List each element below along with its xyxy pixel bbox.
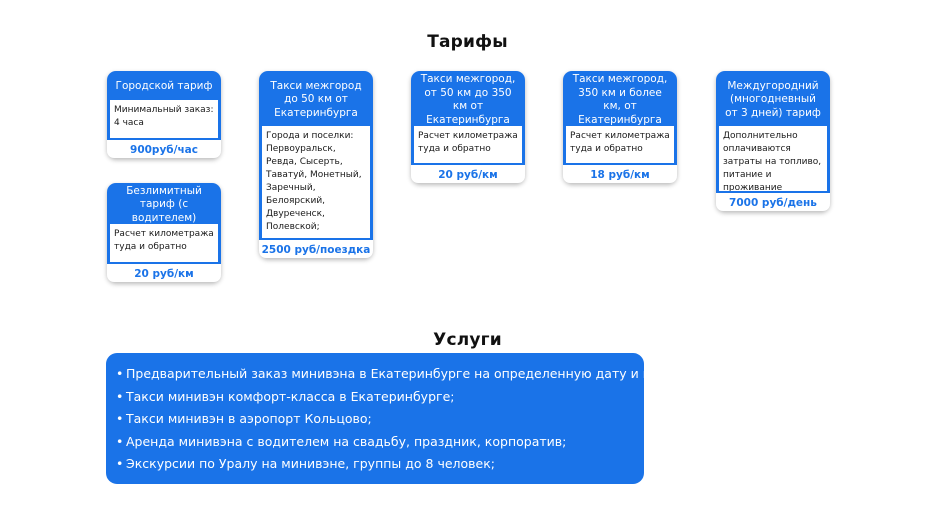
tariff-card-description: Дополнительно оплачиваются затраты на то… bbox=[719, 126, 827, 206]
tariff-card-description: Расчет километража туда и обратно bbox=[110, 224, 218, 262]
service-item-text: Такси минивэн в аэропорт Кольцово; bbox=[126, 411, 372, 426]
service-item-text: Предварительный заказ минивэна в Екатери… bbox=[126, 366, 687, 381]
tariff-card-intercity-50: Такси межгород до 50 км от Екатеринбурга… bbox=[259, 71, 373, 258]
bullet-icon: • bbox=[116, 433, 124, 449]
tariff-card-city: Городской тариф Минимальный заказ: 4 час… bbox=[107, 71, 221, 158]
tariff-card-price: 20 руб/км bbox=[107, 262, 221, 282]
service-item: •Предварительный заказ минивэна в Екатер… bbox=[116, 363, 687, 386]
tariff-card-header: Безлимитный тариф (с водителем) bbox=[126, 184, 202, 224]
tariff-card-price: 2500 руб/поездка bbox=[259, 238, 373, 258]
tariff-card-unlimited: Безлимитный тариф (с водителем) Расчет к… bbox=[107, 183, 221, 282]
tariff-card-description: Минимальный заказ: 4 часа bbox=[110, 100, 218, 138]
tariff-card-price: 900руб/час bbox=[107, 138, 221, 158]
services-panel: •Предварительный заказ минивэна в Екатер… bbox=[106, 353, 687, 484]
service-item-text: Экскурсии по Уралу на минивэне, группы д… bbox=[126, 456, 495, 471]
tariff-card-header: Междугородний (многодневный от 3 дней) т… bbox=[725, 79, 821, 119]
service-item: •Такси минивэн комфорт-класса в Екатерин… bbox=[116, 386, 634, 409]
tariff-card-intercity-350: Такси межгород, 350 км и более км, от Ек… bbox=[563, 71, 677, 183]
bullet-icon: • bbox=[116, 411, 124, 426]
service-item: •Экскурсии по Уралу на минивэне, группы … bbox=[116, 453, 634, 476]
service-item-text: Такси минивэн комфорт-класса в Екатеринб… bbox=[126, 388, 455, 404]
bullet-icon: • bbox=[116, 456, 124, 471]
service-item: •Такси минивэн в аэропорт Кольцово; bbox=[116, 408, 634, 431]
tariff-card-header: Такси межгород, 350 км и более км, от Ек… bbox=[572, 73, 668, 126]
tariff-card-multiday: Междугородний (многодневный от 3 дней) т… bbox=[716, 71, 830, 211]
tariff-card-header: Такси межгород до 50 км от Екатеринбурга bbox=[270, 79, 362, 119]
services-list: •Предварительный заказ минивэна в Екатер… bbox=[116, 363, 687, 476]
tariff-card-price: 20 руб/км bbox=[411, 163, 525, 183]
tariff-card-price: 18 руб/км bbox=[563, 163, 677, 183]
tariff-card-description: Расчет километража туда и обратно bbox=[566, 126, 674, 163]
bullet-icon: • bbox=[116, 366, 124, 381]
tariff-card-price: 7000 руб/день bbox=[716, 191, 830, 211]
bullet-icon: • bbox=[116, 388, 124, 404]
tariff-card-intercity-50-350: Такси межгород, от 50 км до 350 км от Ек… bbox=[411, 71, 525, 183]
tariffs-title: Тарифы bbox=[427, 32, 508, 53]
service-item: •Аренда минивэна с водителем на свадьбу,… bbox=[116, 431, 634, 454]
tariff-card-header: Такси межгород, от 50 км до 350 км от Ек… bbox=[420, 73, 516, 126]
service-item-text: Аренда минивэна с водителем на свадьбу, … bbox=[126, 433, 567, 449]
services-title: Услуги bbox=[433, 330, 502, 351]
tariff-card-description: Города и поселки: Первоуральск, Ревда, С… bbox=[262, 126, 370, 238]
tariff-card-description: Расчет километража туда и обратно bbox=[414, 126, 522, 163]
tariff-card-header: Городской тариф bbox=[115, 80, 213, 93]
